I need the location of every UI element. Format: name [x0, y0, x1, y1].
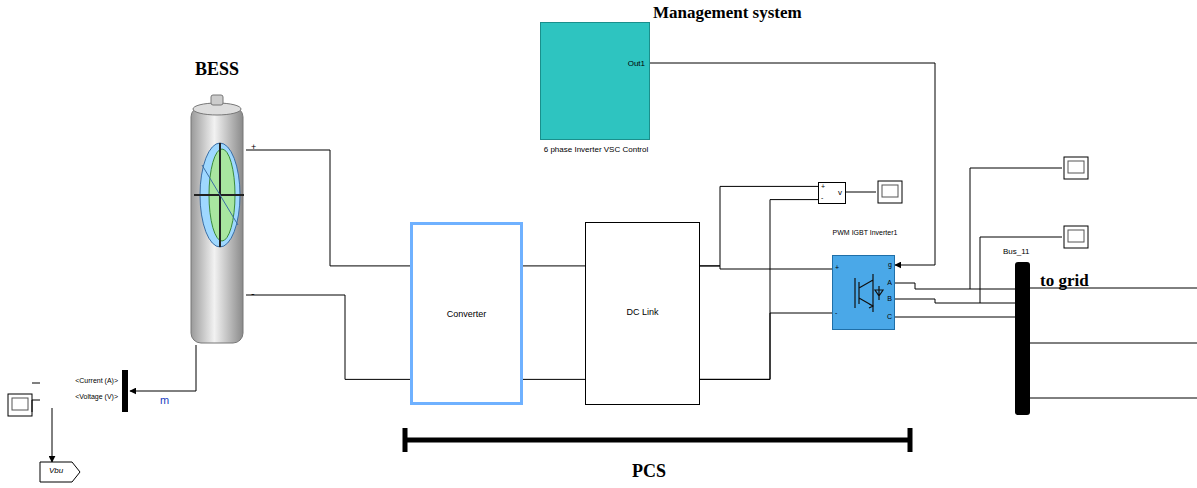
wire-connector: [246, 150, 410, 266]
wire-connector: [700, 200, 818, 380]
bracket-label: PCS: [632, 461, 666, 482]
block-label: Converter: [413, 309, 520, 319]
wire-connector: [246, 295, 410, 379]
battery-symbol: BESS: [188, 95, 246, 345]
terminal-mark: -: [251, 287, 255, 299]
wire-connector: [523, 265, 585, 266]
port-label: B: [887, 295, 892, 302]
block-caption: 6 phase Inverter VSC Control: [511, 145, 681, 154]
bus-bar: Bus_11: [1015, 262, 1030, 415]
converter-block: Converter: [410, 222, 523, 405]
goto-tag: Vbu: [40, 462, 80, 482]
port-label: C: [887, 313, 892, 320]
voltage-measurement: + - v: [818, 182, 846, 204]
igbt-inverter: PWM IGBT Inverter1g+AB-C: [832, 255, 895, 330]
bus-selector: <Current (A)> <Voltage (V)>: [40, 374, 128, 408]
pcs-bracket: [405, 428, 910, 452]
port-label: +: [835, 264, 839, 271]
port-label: +: [821, 183, 825, 190]
block-heading: Bus_11: [1003, 247, 1030, 256]
wire-connector: [700, 186, 818, 266]
wire-connector: [895, 299, 1015, 303]
signal-name: <Voltage (V)>: [75, 393, 118, 400]
wire-connector: [130, 345, 196, 391]
annotation: to grid: [1040, 271, 1089, 291]
block-label: DC Link: [586, 307, 699, 317]
block-heading: Management system: [653, 3, 803, 22]
battery-art: [188, 95, 246, 345]
block-heading: BESS: [178, 59, 256, 80]
port-label: -: [821, 194, 823, 201]
wire-connector: [700, 313, 832, 379]
control-block: Management systemOut16 phase Inverter VS…: [540, 22, 650, 140]
terminal-mark: +: [251, 142, 256, 152]
scope-symbol: [8, 157, 1088, 416]
port-label: g: [888, 261, 892, 268]
wire-connector: [895, 317, 1015, 318]
port-label: A: [887, 279, 892, 286]
wire-connector: [523, 379, 585, 380]
port-label: Out1: [628, 59, 645, 68]
port-label: m: [160, 394, 169, 406]
wire-connector: [895, 283, 1015, 289]
wire-connector: [52, 408, 53, 462]
port-label: v: [838, 188, 842, 197]
signal-name: <Current (A)>: [75, 377, 118, 384]
block-heading: PWM IGBT Inverter1: [815, 229, 915, 237]
port-label: -: [835, 309, 837, 316]
dc-link-block: DC Link: [585, 222, 700, 405]
igbt-art: [833, 256, 896, 331]
tag-label: Vbu: [49, 466, 63, 475]
